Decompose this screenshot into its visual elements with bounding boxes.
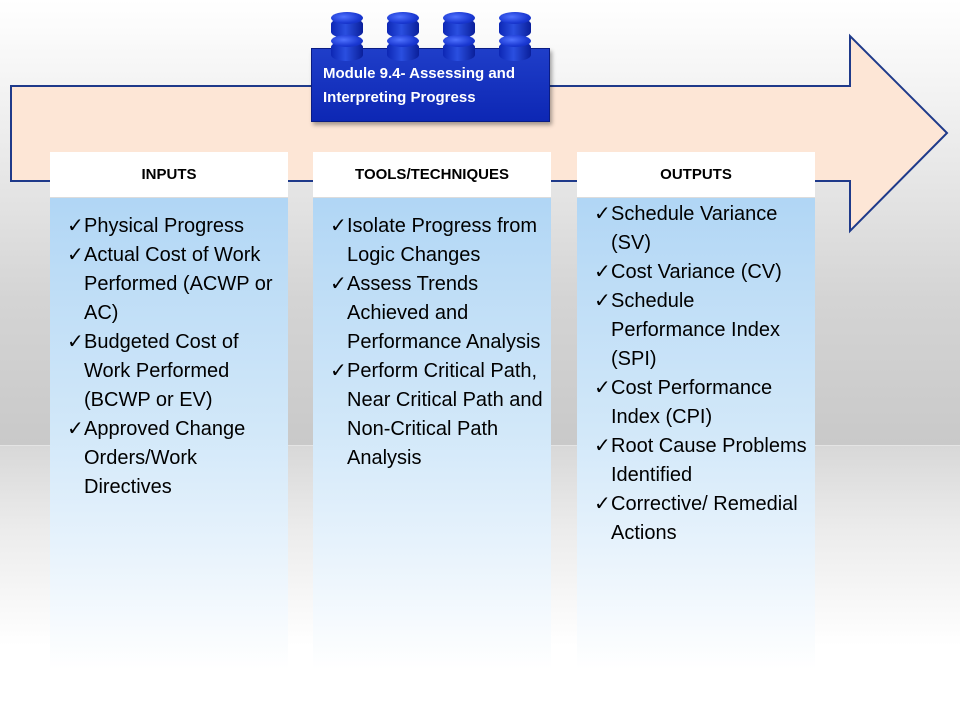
check-icon: ✓ — [67, 418, 84, 440]
lego-stud — [387, 35, 419, 61]
list-item: ✓Root Cause Problems Identified — [594, 432, 809, 490]
module-title: Module 9.4- Assessing and Interpreting P… — [323, 65, 515, 106]
lego-stud — [443, 35, 475, 61]
list-item: ✓Assess Trends Achieved and Performance … — [330, 270, 545, 357]
check-icon: ✓ — [330, 360, 347, 382]
list-item: ✓Cost Variance (CV) — [594, 258, 809, 287]
check-icon: ✓ — [594, 290, 611, 312]
check-icon: ✓ — [67, 215, 84, 237]
list-item: ✓Approved Change Orders/Work Directives — [67, 415, 282, 502]
lego-studs — [311, 12, 550, 50]
list-item: ✓Actual Cost of Work Performed (ACWP or … — [67, 241, 282, 328]
check-icon: ✓ — [594, 377, 611, 399]
list-item: ✓Perform Critical Path, Near Critical Pa… — [330, 357, 545, 473]
lego-stud — [499, 35, 531, 61]
check-icon: ✓ — [330, 273, 347, 295]
inputs-column: INPUTS ✓Physical Progress ✓Actual Cost o… — [50, 152, 288, 670]
lego-stud — [499, 12, 531, 38]
inputs-header: INPUTS — [50, 152, 288, 198]
outputs-header: OUTPUTS — [577, 152, 815, 198]
check-icon: ✓ — [67, 244, 84, 266]
module-title-brick — [311, 35, 550, 122]
list-item: ✓Physical Progress — [67, 212, 282, 241]
list-item: ✓Isolate Progress from Logic Changes — [330, 212, 545, 270]
outputs-list: ✓Schedule Variance (SV) ✓Cost Variance (… — [594, 200, 809, 548]
tools-techniques-column: TOOLS/TECHNIQUES ✓Isolate Progress from … — [313, 152, 551, 670]
list-item: ✓Budgeted Cost of Work Performed (BCWP o… — [67, 328, 282, 415]
check-icon: ✓ — [330, 215, 347, 237]
list-item: ✓Corrective/ Remedial Actions — [594, 490, 809, 548]
list-item: ✓Cost Performance Index (CPI) — [594, 374, 809, 432]
lego-stud — [331, 12, 363, 38]
check-icon: ✓ — [594, 493, 611, 515]
tools-techniques-header: TOOLS/TECHNIQUES — [313, 152, 551, 198]
list-item: ✓Schedule Performance Index (SPI) — [594, 287, 809, 374]
lego-stud — [331, 35, 363, 61]
check-icon: ✓ — [594, 435, 611, 457]
tools-techniques-list: ✓Isolate Progress from Logic Changes ✓As… — [330, 212, 545, 473]
lego-stud — [387, 12, 419, 38]
check-icon: ✓ — [594, 261, 611, 283]
check-icon: ✓ — [67, 331, 84, 353]
check-icon: ✓ — [594, 203, 611, 225]
inputs-list: ✓Physical Progress ✓Actual Cost of Work … — [67, 212, 282, 502]
lego-stud — [443, 12, 475, 38]
outputs-column: OUTPUTS ✓Schedule Variance (SV) ✓Cost Va… — [577, 152, 815, 670]
list-item: ✓Schedule Variance (SV) — [594, 200, 809, 258]
